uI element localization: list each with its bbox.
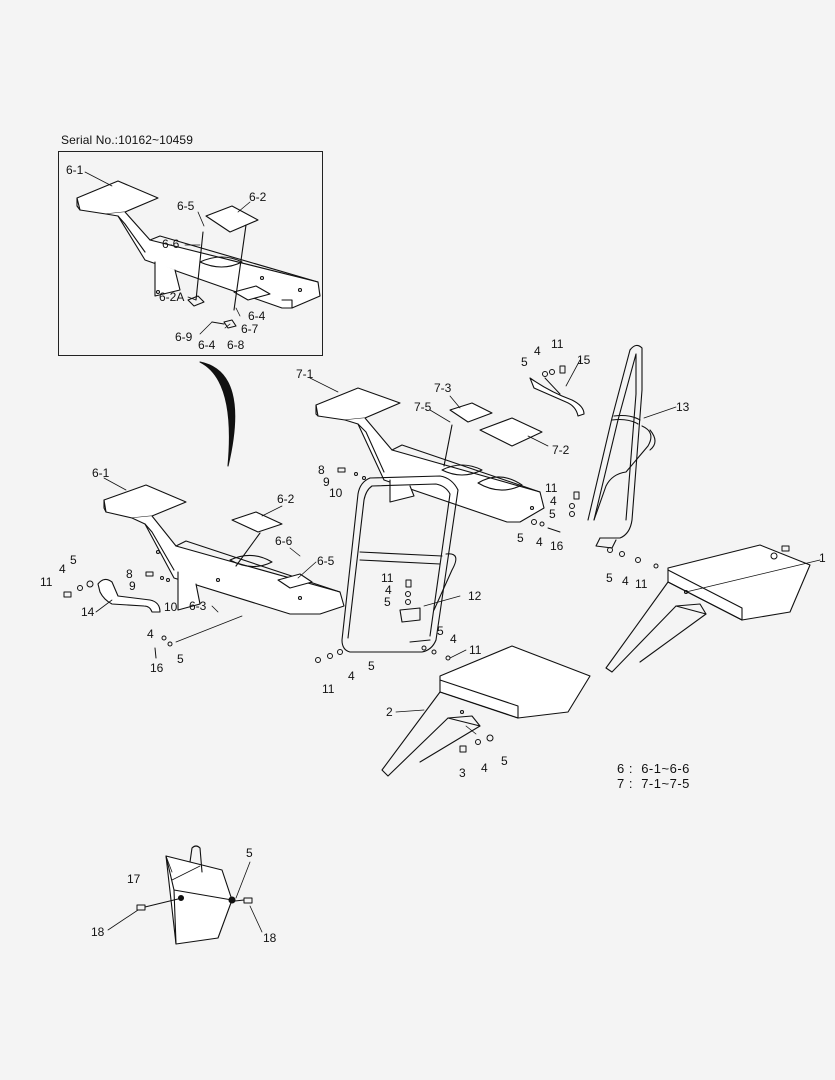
callout-5-top: 5: [521, 355, 528, 369]
callout-4-lower: 4: [147, 627, 154, 641]
callout-16-left: 16: [150, 661, 164, 675]
callout-5-left: 5: [70, 553, 77, 567]
serial-number-label: Serial No.:10162~10459: [61, 133, 193, 147]
callout-8-b: 8: [126, 567, 133, 581]
inset-pointer: [199, 361, 236, 467]
callout-8-a: 8: [318, 463, 325, 477]
callout-12: 12: [468, 589, 482, 603]
callout-5-fender: 5: [501, 754, 508, 768]
callout-labels: 6-1 6-5 6-2 6-6 6-2A 6-4 6-7 6-9 6-4 6-8…: [40, 163, 826, 945]
legend-key-7: 7 :: [617, 776, 633, 791]
callout-6-3: 6-3: [189, 599, 207, 613]
callout-5-right: 5: [606, 571, 613, 585]
inset-step-platform: [76, 180, 321, 329]
legend-key-6: 6 :: [617, 761, 633, 776]
serial-inset-frame: [58, 151, 323, 356]
callout-11-bottom: 11: [322, 682, 335, 696]
callout-10-a: 10: [329, 486, 343, 500]
callout-10-b: 10: [164, 600, 178, 614]
platform-7-1: [315, 387, 545, 523]
callout-6-9: 6-9: [175, 330, 193, 344]
callout-6-8: 6-8: [227, 338, 245, 352]
callout-6-5: 6-5: [317, 554, 335, 568]
callout-5-mid-right: 5: [549, 507, 556, 521]
callout-15: 15: [577, 353, 591, 367]
callout-4-bottom: 4: [348, 669, 355, 683]
callout-6-2-inset: 6-2: [249, 190, 267, 204]
callout-11-right: 11: [635, 577, 648, 591]
callout-3: 3: [459, 766, 466, 780]
callout-4-mid-right-2: 4: [536, 535, 543, 549]
callout-6-4-inset-b: 6-4: [198, 338, 216, 352]
callout-5-mid-right-2: 5: [517, 531, 524, 545]
legend-row-7: 7 : 7-1~7-5: [617, 776, 690, 791]
callout-6-7: 6-7: [241, 322, 259, 336]
callout-7-2: 7-2: [552, 443, 570, 457]
callout-6-1: 6-1: [92, 466, 110, 480]
callout-5-step: 5: [384, 595, 391, 609]
callout-14: 14: [81, 605, 95, 619]
storage-bin-17: [165, 845, 236, 945]
callout-11-mid-right: 11: [545, 481, 558, 495]
callout-6-5-inset: 6-5: [177, 199, 195, 213]
callout-9-a: 9: [323, 475, 330, 489]
callout-6-6-inset: 6-6: [162, 237, 180, 251]
callout-5-lower: 5: [177, 652, 184, 666]
callout-16-right: 16: [550, 539, 564, 553]
callout-11-top: 11: [551, 337, 564, 351]
callout-17: 17: [127, 872, 141, 886]
callout-6-1-inset: 6-1: [66, 163, 84, 177]
callout-6-4-inset-a: 6-4: [248, 309, 266, 323]
ladder-13: [587, 344, 656, 549]
callout-13: 13: [676, 400, 690, 414]
callout-leaders: [95, 359, 821, 933]
callout-4-mid-right: 4: [550, 494, 557, 508]
callout-4-step: 4: [385, 583, 392, 597]
callout-7-1: 7-1: [296, 367, 314, 381]
callout-1: 1: [819, 551, 826, 565]
callout-2: 2: [386, 705, 393, 719]
platform-6-1: [103, 484, 345, 615]
fender-2: [381, 645, 591, 777]
callout-11-step: 11: [381, 571, 394, 585]
callout-5-bottom: 5: [368, 659, 375, 673]
ladder-12: [341, 475, 459, 653]
callout-4-left: 4: [59, 562, 66, 576]
callout-7-3: 7-3: [434, 381, 452, 395]
callout-4-frame: 4: [450, 632, 457, 646]
legend-value-6: 6-1~6-6: [641, 761, 690, 776]
grab-bar-14: [97, 578, 161, 613]
legend-value-7: 7-1~7-5: [641, 776, 690, 791]
callout-4-right: 4: [622, 574, 629, 588]
callout-4-fender: 4: [481, 761, 488, 775]
callout-5-frame: 5: [437, 624, 444, 638]
callout-6-2A: 6-2A: [159, 290, 184, 304]
callout-18-left: 18: [91, 925, 105, 939]
callout-6-2: 6-2: [277, 492, 295, 506]
hardware-fasteners: [63, 365, 790, 911]
legend-row-6: 6 : 6-1~6-6: [617, 761, 690, 776]
callout-5-bin: 5: [246, 846, 253, 860]
callout-4-top: 4: [534, 344, 541, 358]
callout-18-right: 18: [263, 931, 277, 945]
grab-bar-15: [529, 377, 585, 417]
callout-9-b: 9: [129, 579, 136, 593]
fender-1: [605, 544, 811, 673]
callout-6-6: 6-6: [275, 534, 293, 548]
callout-11-frame: 11: [469, 643, 482, 657]
callout-11-left: 11: [40, 575, 53, 589]
callout-7-5: 7-5: [414, 400, 432, 414]
